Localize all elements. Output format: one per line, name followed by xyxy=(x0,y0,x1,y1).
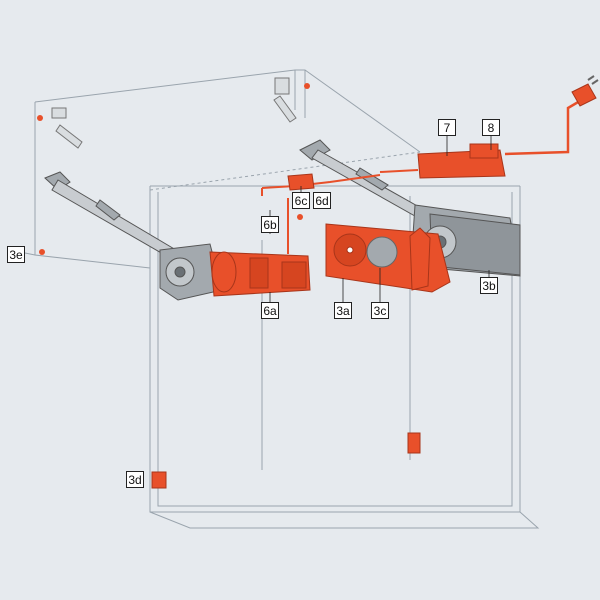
right-lift-arm xyxy=(299,139,429,221)
clip-right-bottom xyxy=(407,432,421,454)
callout-6d: 6d xyxy=(313,192,331,209)
callout-3d: 3d xyxy=(126,471,144,488)
connector-6d xyxy=(297,214,303,220)
left-lift-mechanism xyxy=(159,243,223,301)
callout-3c: 3c xyxy=(371,302,389,319)
leader-lines xyxy=(269,136,492,302)
callout-6a: 6a xyxy=(261,302,279,319)
plug-icon xyxy=(571,75,599,107)
callout-7: 7 xyxy=(438,119,456,136)
callout-8: 8 xyxy=(482,119,500,136)
cable-6b xyxy=(261,188,289,254)
callout-6b: 6b xyxy=(261,216,279,233)
left-lift-arm xyxy=(44,171,177,259)
clip-3d xyxy=(151,471,167,489)
drive-unit-6a xyxy=(209,251,311,297)
cable-7 xyxy=(379,169,419,173)
cover-disc-3c xyxy=(366,236,398,268)
cover-3b xyxy=(409,227,431,291)
top-hinge-left xyxy=(51,107,83,149)
callout-3e: 3e xyxy=(7,246,25,263)
power-cable xyxy=(504,96,586,156)
screw-dot xyxy=(37,115,43,121)
screw-dot-3e xyxy=(39,249,45,255)
top-hinge-right xyxy=(273,77,297,123)
screw-dot xyxy=(304,83,310,89)
right-lift-mechanism xyxy=(411,204,521,277)
callout-3b: 3b xyxy=(480,277,498,294)
power-supply-8 xyxy=(417,143,506,179)
junction-6c xyxy=(287,173,315,191)
callout-3a: 3a xyxy=(334,302,352,319)
callout-6c: 6c xyxy=(292,192,310,209)
